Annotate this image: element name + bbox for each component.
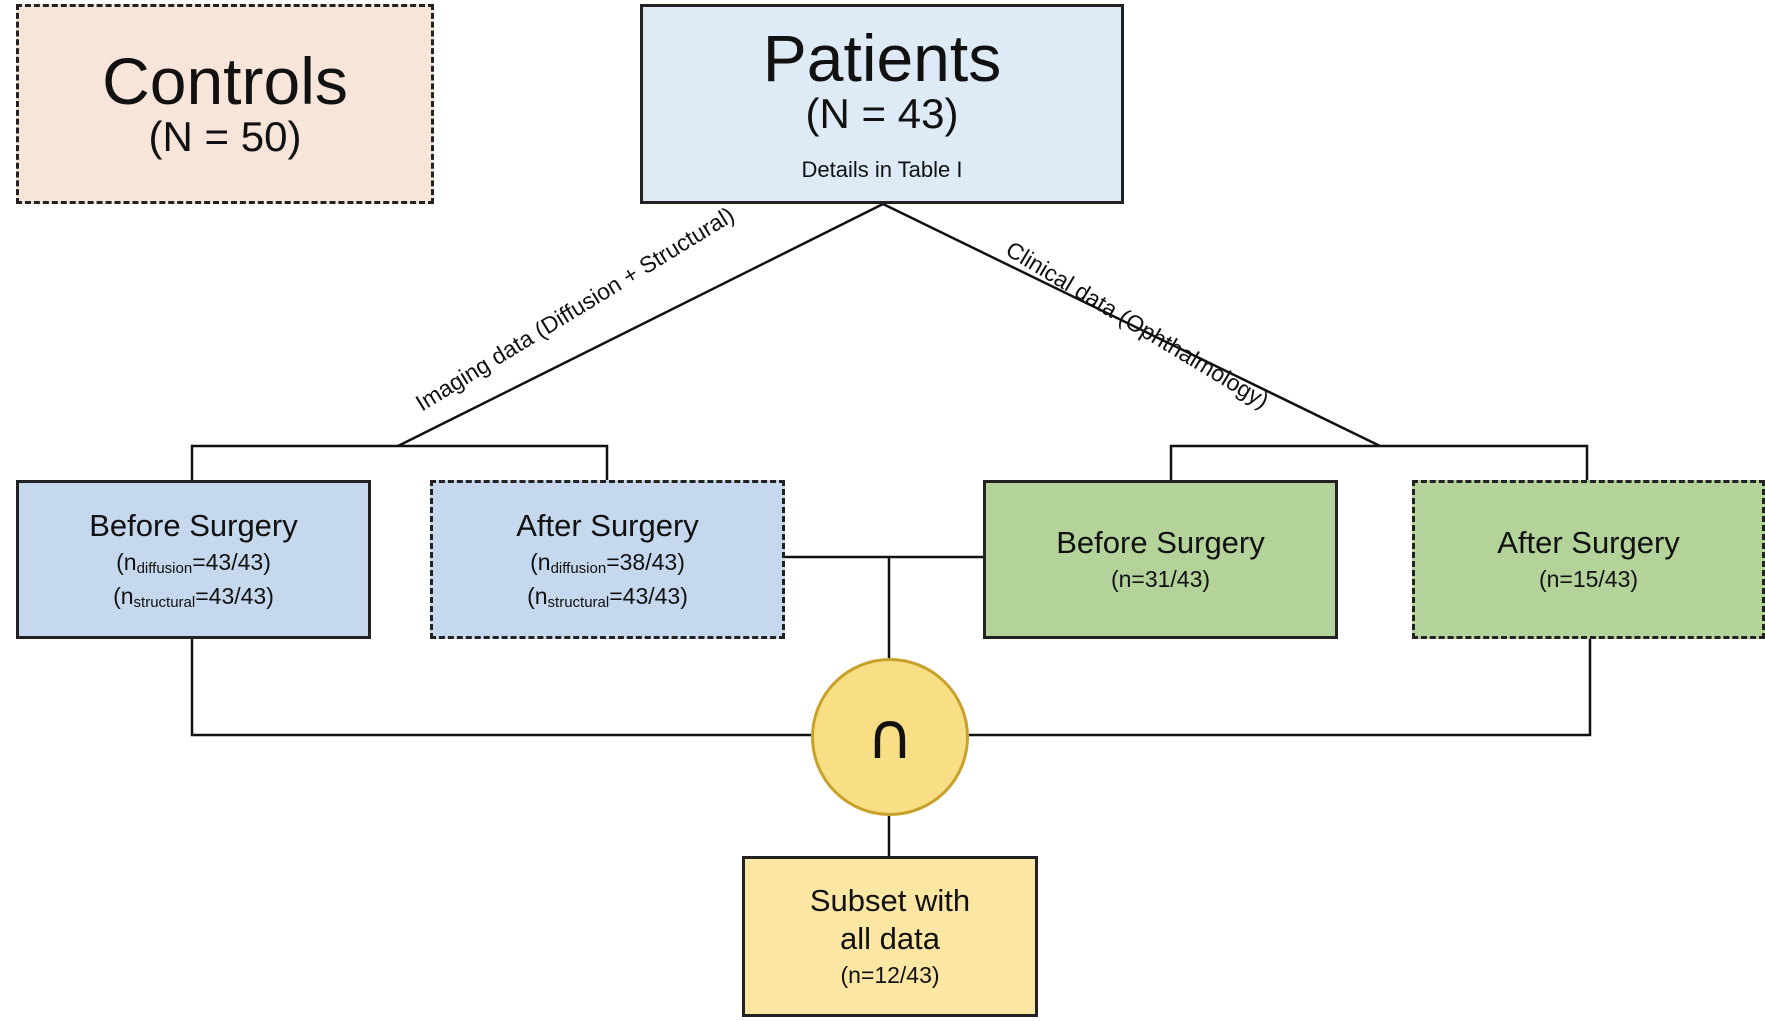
imaging-before-structural: (nstructural=43/43) bbox=[113, 582, 274, 611]
intersection-node: ∩ bbox=[811, 658, 969, 816]
patients-title: Patients bbox=[762, 21, 1002, 95]
imaging-before-diffusion: (ndiffusion=43/43) bbox=[116, 548, 271, 577]
edge-clinical-after-to-intersection bbox=[969, 639, 1592, 737]
imaging-after-surgery-box: After Surgery (ndiffusion=38/43) (nstruc… bbox=[430, 480, 785, 639]
imaging-after-structural: (nstructural=43/43) bbox=[527, 582, 688, 611]
edge-patients-to-imaging bbox=[397, 202, 884, 448]
intersection-symbol: ∩ bbox=[866, 700, 914, 774]
patients-box: Patients (N = 43) Details in Table I bbox=[640, 4, 1124, 204]
bracket-imaging bbox=[190, 444, 609, 480]
patients-count: (N = 43) bbox=[805, 90, 959, 137]
imaging-before-title: Before Surgery bbox=[89, 507, 298, 543]
clinical-after-surgery-box: After Surgery (n=15/43) bbox=[1412, 480, 1765, 639]
clinical-after-count: (n=15/43) bbox=[1538, 565, 1639, 592]
clinical-before-title: Before Surgery bbox=[1056, 524, 1265, 560]
clinical-after-title: After Surgery bbox=[1497, 524, 1680, 560]
imaging-after-title: After Surgery bbox=[516, 507, 699, 543]
controls-title: Controls bbox=[102, 44, 348, 118]
subset-line1: Subset with bbox=[809, 882, 971, 918]
imaging-before-surgery-box: Before Surgery (ndiffusion=43/43) (nstru… bbox=[16, 480, 371, 639]
bracket-clinical bbox=[1169, 444, 1589, 480]
edge-imaging-before-to-intersection bbox=[190, 639, 811, 737]
controls-count: (N = 50) bbox=[148, 113, 302, 160]
patients-note: Details in Table I bbox=[801, 157, 963, 182]
subset-all-data-box: Subset with all data (n=12/43) bbox=[742, 856, 1038, 1017]
imaging-after-diffusion: (ndiffusion=38/43) bbox=[530, 548, 685, 577]
clinical-before-count: (n=31/43) bbox=[1110, 565, 1211, 592]
controls-box: Controls (N = 50) bbox=[16, 4, 434, 204]
subset-count: (n=12/43) bbox=[840, 961, 940, 988]
clinical-before-surgery-box: Before Surgery (n=31/43) bbox=[983, 480, 1338, 639]
edge-to-intersection-top bbox=[785, 555, 983, 658]
edge-patients-to-clinical bbox=[882, 202, 1381, 448]
subset-line2: all data bbox=[840, 920, 940, 956]
